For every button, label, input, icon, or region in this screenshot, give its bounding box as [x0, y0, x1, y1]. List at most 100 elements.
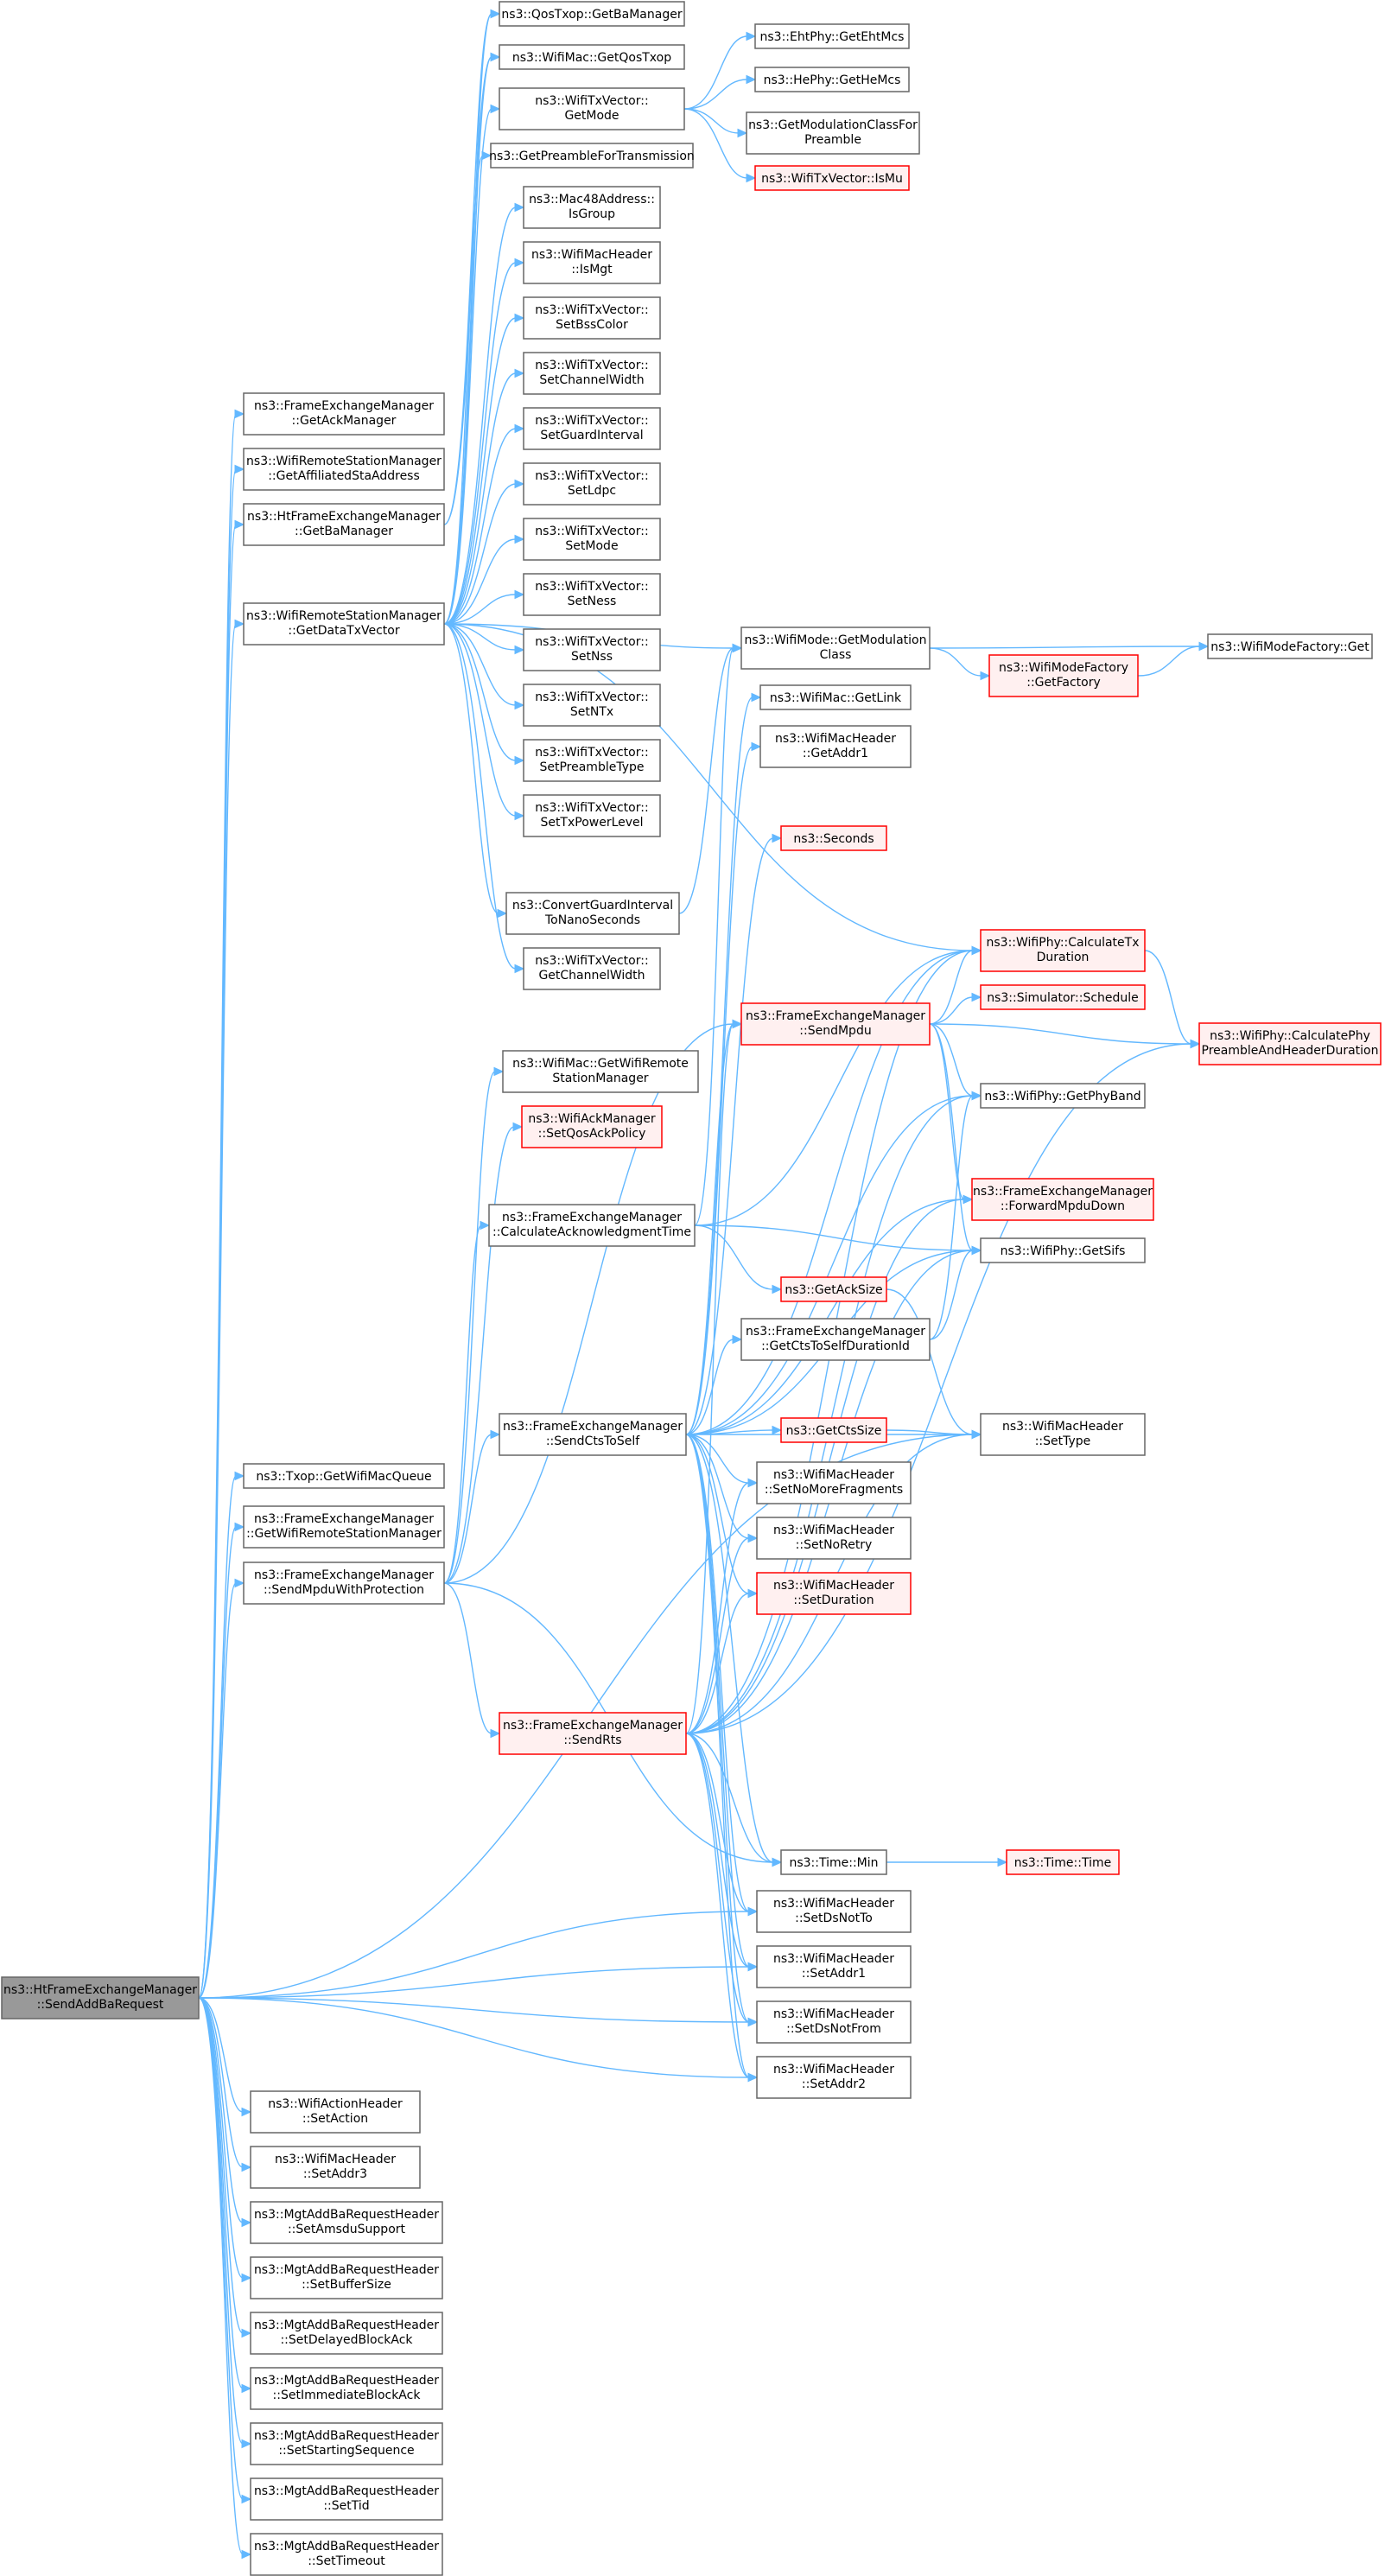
- node-sendRts[interactable]: ns3::FrameExchangeManager::SendRts: [499, 1712, 687, 1755]
- node-setAddr1[interactable]: ns3::WifiMacHeader::SetAddr1: [756, 1945, 912, 1988]
- node-getCtsDur[interactable]: ns3::FrameExchangeManager::GetCtsToSelfD…: [740, 1318, 931, 1361]
- node-timeTime[interactable]: ns3::Time::Time: [1006, 1849, 1120, 1875]
- node-setAction[interactable]: ns3::WifiActionHeader::SetAction: [250, 2090, 421, 2134]
- node-setMode[interactable]: ns3::WifiTxVector::SetMode: [523, 518, 661, 561]
- node-getDataTx[interactable]: ns3::WifiRemoteStationManager::GetDataTx…: [243, 602, 445, 646]
- node-setNTx[interactable]: ns3::WifiTxVector::SetNTx: [523, 684, 661, 727]
- node-isGroup[interactable]: ns3::Mac48Address::IsGroup: [523, 186, 661, 229]
- node-label: ::SetDuration: [793, 1593, 874, 1607]
- edge-calcAck-to-getAckSize: [694, 1224, 774, 1290]
- node-setPre[interactable]: ns3::WifiTxVector::SetPreambleType: [523, 739, 661, 782]
- node-label: ns3::WifiMac::GetLink: [770, 691, 902, 705]
- node-setQosAck[interactable]: ns3::WifiAckManager::SetQosAckPolicy: [521, 1105, 663, 1148]
- node-setNoMore[interactable]: ns3::WifiMacHeader::SetNoMoreFragments: [756, 1461, 912, 1504]
- node-setType[interactable]: ns3::WifiMacHeader::SetType: [980, 1413, 1146, 1456]
- node-getQosTxop[interactable]: ns3::WifiMac::GetQosTxop: [499, 44, 685, 70]
- node-setLdpc[interactable]: ns3::WifiTxVector::SetLdpc: [523, 462, 661, 506]
- node-getAffSta[interactable]: ns3::WifiRemoteStationManager::GetAffili…: [243, 448, 445, 491]
- node-getPreamble[interactable]: ns3::GetPreambleForTransmission: [489, 143, 695, 169]
- node-getLink[interactable]: ns3::WifiMac::GetLink: [759, 684, 912, 710]
- node-fwdMpdu[interactable]: ns3::FrameExchangeManager::ForwardMpduDo…: [971, 1178, 1154, 1221]
- node-sendCts[interactable]: ns3::FrameExchangeManager::SendCtsToSelf: [499, 1413, 687, 1456]
- node-getHe[interactable]: ns3::HePhy::GetHeMcs: [754, 67, 910, 92]
- arrowhead: [746, 74, 757, 85]
- node-label: ns3::WifiMac::GetWifiRemote: [512, 1057, 689, 1071]
- node-setAddr3[interactable]: ns3::WifiMacHeader::SetAddr3: [250, 2146, 421, 2189]
- node-setNess[interactable]: ns3::WifiTxVector::SetNess: [523, 573, 661, 616]
- node-htGetBa[interactable]: ns3::HtFrameExchangeManager::GetBaManage…: [243, 503, 445, 546]
- edge-layer: [198, 9, 1210, 2560]
- arrowhead: [241, 2383, 252, 2394]
- node-label: ::SetAddr2: [802, 2077, 866, 2091]
- node-setDsNotTo[interactable]: ns3::WifiMacHeader::SetDsNotTo: [756, 1890, 912, 1933]
- node-label: ns3::WifiTxVector::: [535, 469, 648, 483]
- node-wmfGet[interactable]: ns3::WifiModeFactory::Get: [1207, 633, 1373, 659]
- node-getPhyBand[interactable]: ns3::WifiPhy::GetPhyBand: [980, 1083, 1146, 1109]
- node-box: [780, 1849, 887, 1875]
- node-sendMpdu[interactable]: ns3::FrameExchangeManager::SendMpdu: [740, 1002, 931, 1046]
- edge-getCtsSize-to-setType: [886, 1429, 974, 1435]
- node-femGetRSM[interactable]: ns3::FrameExchangeManager::GetWifiRemote…: [243, 1505, 445, 1549]
- node-getEht[interactable]: ns3::EhtPhy::GetEhtMcs: [754, 23, 910, 49]
- node-calcAck[interactable]: ns3::FrameExchangeManager::CalculateAckn…: [488, 1204, 696, 1247]
- node-setDur[interactable]: ns3::WifiMacHeader::SetDuration: [756, 1572, 912, 1615]
- node-setImm[interactable]: ns3::MgtAddBaRequestHeader::SetImmediate…: [250, 2367, 443, 2410]
- edge-getMode-to-isMu: [683, 108, 748, 179]
- node-setAmsdu[interactable]: ns3::MgtAddBaRequestHeader::SetAmsduSupp…: [250, 2201, 443, 2244]
- node-box: [523, 296, 661, 340]
- arrowhead: [737, 128, 748, 138]
- node-setDsNotFrom[interactable]: ns3::WifiMacHeader::SetDsNotFrom: [756, 2000, 912, 2044]
- node-getCtsSize[interactable]: ns3::GetCtsSize: [780, 1417, 887, 1443]
- node-seconds[interactable]: ns3::Seconds: [780, 825, 887, 851]
- node-schedule[interactable]: ns3::Simulator::Schedule: [980, 984, 1146, 1010]
- node-getModClass[interactable]: ns3::WifiMode::GetModulationClass: [740, 627, 931, 670]
- node-box: [756, 2056, 912, 2099]
- node-setAddr2[interactable]: ns3::WifiMacHeader::SetAddr2: [756, 2056, 912, 2099]
- node-box: [243, 448, 445, 491]
- node-root[interactable]: ns3::HtFrameExchangeManager::SendAddBaRe…: [1, 1976, 200, 2019]
- node-getRSM[interactable]: ns3::WifiMac::GetWifiRemoteStationManage…: [502, 1050, 699, 1093]
- node-setGI[interactable]: ns3::WifiTxVector::SetGuardInterval: [523, 407, 661, 450]
- node-label: ::SetStartingSequence: [278, 2444, 414, 2458]
- node-setTid[interactable]: ns3::MgtAddBaRequestHeader::SetTid: [250, 2477, 443, 2521]
- node-setDelayed[interactable]: ns3::MgtAddBaRequestHeader::SetDelayedBl…: [250, 2312, 443, 2355]
- edge-root-to-setAddr1: [198, 1966, 750, 1999]
- edge-root-to-getAckMgr: [198, 413, 237, 1999]
- arrowhead: [480, 1220, 491, 1231]
- node-getSifs[interactable]: ns3::WifiPhy::GetSifs: [980, 1237, 1146, 1263]
- node-setStart[interactable]: ns3::MgtAddBaRequestHeader::SetStartingS…: [250, 2422, 443, 2465]
- arrowhead: [490, 104, 501, 114]
- node-getChW[interactable]: ns3::WifiTxVector::GetChannelWidth: [523, 947, 661, 990]
- node-isMgt[interactable]: ns3::WifiMacHeader::IsMgt: [523, 241, 661, 284]
- node-timeMin[interactable]: ns3::Time::Min: [780, 1849, 887, 1875]
- node-label: ns3::QosTxop::GetBaManager: [501, 8, 682, 22]
- node-calcPhy[interactable]: ns3::WifiPhy::CalculatePhyPreambleAndHea…: [1198, 1022, 1382, 1065]
- node-getAddr1[interactable]: ns3::WifiMacHeader::GetAddr1: [759, 725, 912, 768]
- node-setBss[interactable]: ns3::WifiTxVector::SetBssColor: [523, 296, 661, 340]
- node-setBuf[interactable]: ns3::MgtAddBaRequestHeader::SetBufferSiz…: [250, 2256, 443, 2299]
- node-label: ns3::WifiMacHeader: [773, 1468, 894, 1482]
- node-setNoRetry[interactable]: ns3::WifiMacHeader::SetNoRetry: [756, 1517, 912, 1560]
- node-label: ns3::FrameExchangeManager: [973, 1185, 1153, 1199]
- node-setChW[interactable]: ns3::WifiTxVector::SetChannelWidth: [523, 352, 661, 395]
- node-label: ns3::MgtAddBaRequestHeader: [254, 2318, 439, 2332]
- arrowhead: [971, 1091, 982, 1101]
- node-getAckSize[interactable]: ns3::GetAckSize: [780, 1276, 887, 1302]
- node-getAckMgr[interactable]: ns3::FrameExchangeManager::GetAckManager: [243, 392, 445, 436]
- node-label: ns3::WifiPhy::CalculatePhy: [1210, 1029, 1370, 1043]
- node-getBaMgrQ[interactable]: ns3::QosTxop::GetBaManager: [499, 1, 685, 27]
- node-getFactory[interactable]: ns3::WifiModeFactory::GetFactory: [988, 654, 1139, 697]
- node-getMode[interactable]: ns3::WifiTxVector::GetMode: [499, 87, 685, 130]
- node-setTimeout[interactable]: ns3::MgtAddBaRequestHeader::SetTimeout: [250, 2533, 443, 2576]
- node-setNss[interactable]: ns3::WifiTxVector::SetNss: [523, 628, 661, 671]
- node-sendProt[interactable]: ns3::FrameExchangeManager::SendMpduWithP…: [243, 1562, 445, 1605]
- node-isMu[interactable]: ns3::WifiTxVector::IsMu: [754, 165, 910, 191]
- node-getWMQ[interactable]: ns3::Txop::GetWifiMacQueue: [243, 1463, 445, 1489]
- node-label: ToNanoSeconds: [544, 913, 640, 927]
- node-setTxPwr[interactable]: ns3::WifiTxVector::SetTxPowerLevel: [523, 794, 661, 837]
- node-label: ns3::WifiMacHeader: [773, 1579, 894, 1593]
- node-label: ::GetAddr1: [803, 747, 868, 760]
